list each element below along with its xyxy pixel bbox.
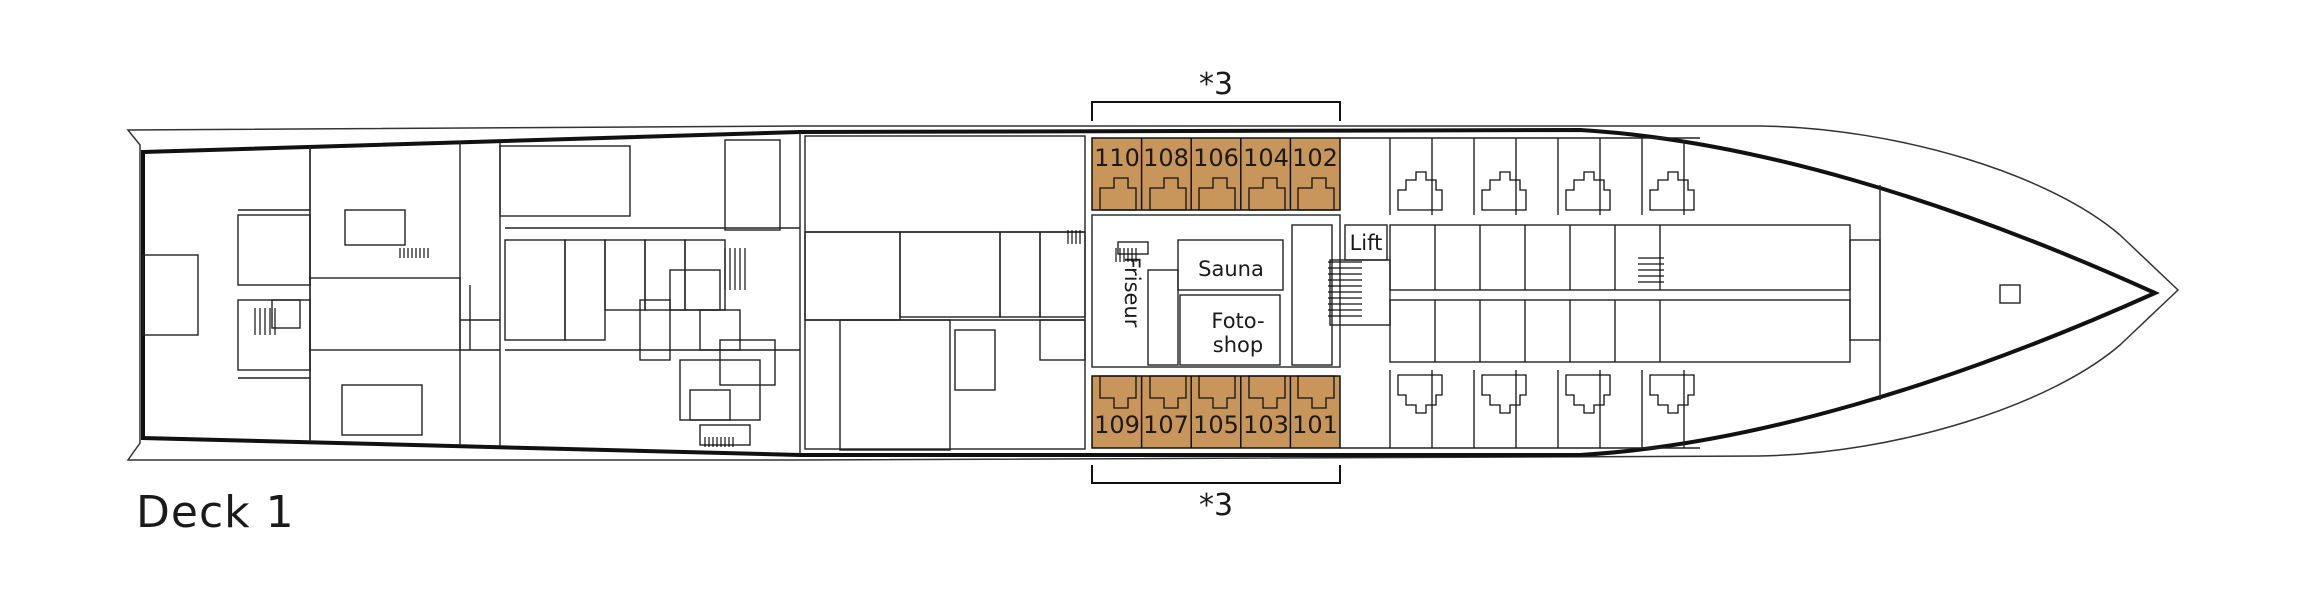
- cabin-102: 102: [1292, 144, 1338, 172]
- cabin-dividers: [1140, 138, 1292, 448]
- hull-inner: [141, 127, 2160, 457]
- deck-title: Deck 1: [136, 487, 295, 538]
- category-bracket-bottom: [1091, 465, 1341, 484]
- cabin-block-top: [1091, 137, 1341, 211]
- wellness-section: [1091, 214, 1391, 368]
- cabin-110: 110: [1094, 144, 1140, 172]
- cabin-bathrooms: [1099, 177, 1335, 409]
- midship-section: [804, 135, 1086, 451]
- category-mark-bottom: *3: [1199, 488, 1233, 523]
- cabin-108: 108: [1143, 144, 1189, 172]
- fotoshop-label-line1: Foto-: [1211, 309, 1264, 333]
- cabin-105: 105: [1193, 411, 1239, 439]
- cabin-109: 109: [1094, 411, 1140, 439]
- bow-bathrooms: [1397, 171, 1695, 414]
- cabin-104: 104: [1243, 144, 1289, 172]
- stern-section: [142, 132, 801, 455]
- fotoshop-label-line2: shop: [1213, 333, 1263, 357]
- friseur-label: Friseur: [1120, 257, 1144, 328]
- sauna-label: Sauna: [1198, 257, 1264, 281]
- bow-section: [1340, 137, 2021, 449]
- category-mark-top: *3: [1199, 67, 1233, 102]
- staircases: [254, 230, 1664, 447]
- cabin-103: 103: [1243, 411, 1289, 439]
- hull-outline: [126, 125, 2180, 461]
- cabin-106: 106: [1193, 144, 1239, 172]
- category-bracket-top: [1091, 101, 1341, 121]
- lift-label: Lift: [1350, 231, 1383, 255]
- cabin-107: 107: [1143, 411, 1189, 439]
- cabin-101: 101: [1292, 411, 1338, 439]
